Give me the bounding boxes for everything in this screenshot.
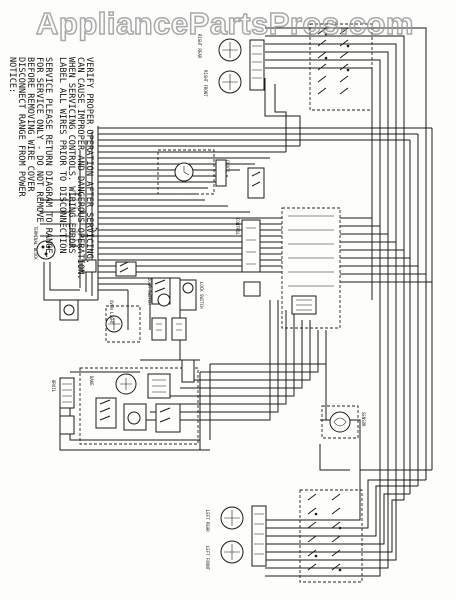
notice-number: 5.: [89, 227, 99, 237]
bus-components: CONTROL: [235, 167, 265, 297]
harness-wiring: [40, 27, 433, 577]
left-surface-elements: LEFT REAR LEFT FRONT: [205, 489, 363, 583]
watermark-text: AppliancePartsPros.com: [36, 6, 414, 41]
notice-line-1: DISCONNECT RANGE FROM POWER: [16, 57, 26, 198]
right-front-label: RIGHT FRONT: [203, 70, 208, 97]
notice-line-2: BEFORE REMOVING WIRE COVER: [25, 57, 35, 192]
left-front-label: LEFT FRONT: [205, 546, 210, 571]
right-surface-elements: RIGHT FRONT RIGHT REAR: [197, 23, 373, 111]
sensor-label: SENSOR: [361, 412, 366, 427]
right-rear-label: RIGHT REAR: [197, 34, 202, 59]
notice-line-7: CAN CAUSE IMPROPER AND DANGEROUS OPERATI…: [75, 57, 85, 279]
terminal-block-label: TERMINAL BLOCK: [33, 226, 38, 260]
lock-switch-label: LOCK SWITCH: [199, 282, 204, 309]
left-rear-label: LEFT REAR: [205, 510, 210, 532]
oven-light-label: OVEN LIGHT: [109, 300, 114, 325]
bake-label: BAKE: [89, 376, 94, 386]
electronic-control-board: [281, 207, 341, 329]
notice-line-4: SERVICE PLEASE RETURN DIAGRAM TO RANGE.: [43, 57, 53, 259]
service-notice: NOTICE: DISCONNECT RANGE FROM POWER BEFO…: [7, 57, 99, 279]
notice-line-3: FOR SERVICE ONLY - DO NOT REMOVE: [34, 57, 44, 223]
notice-heading: NOTICE:: [7, 57, 17, 93]
clock-module: CLOCK: [157, 149, 230, 195]
notice-line-6: WHEN SERVICING CONTROLS. WIRING ERRORS: [66, 57, 76, 254]
notice-line-8: VERIFY PROPER OPERATION AFTER SERVICING.: [84, 57, 94, 264]
oven-light-and-switches: OVEN LIGHT DOOR SWITCH LOCK SWITCH: [105, 261, 204, 343]
oven-sensor: SENSOR: [321, 405, 366, 439]
control-label: CONTROL: [235, 218, 240, 235]
power-terminal-block: TERMINAL BLOCK: [33, 193, 97, 321]
notice-line-5: LABEL ALL WIRES PRIOR TO DISCONNECTION: [57, 57, 67, 254]
broil-label: BROIL: [51, 380, 56, 393]
door-switch-label: DOOR SWITCH: [147, 278, 152, 305]
bake-broil-section: BAKE BROIL: [51, 359, 199, 445]
clock-label: CLOCK: [225, 160, 230, 173]
